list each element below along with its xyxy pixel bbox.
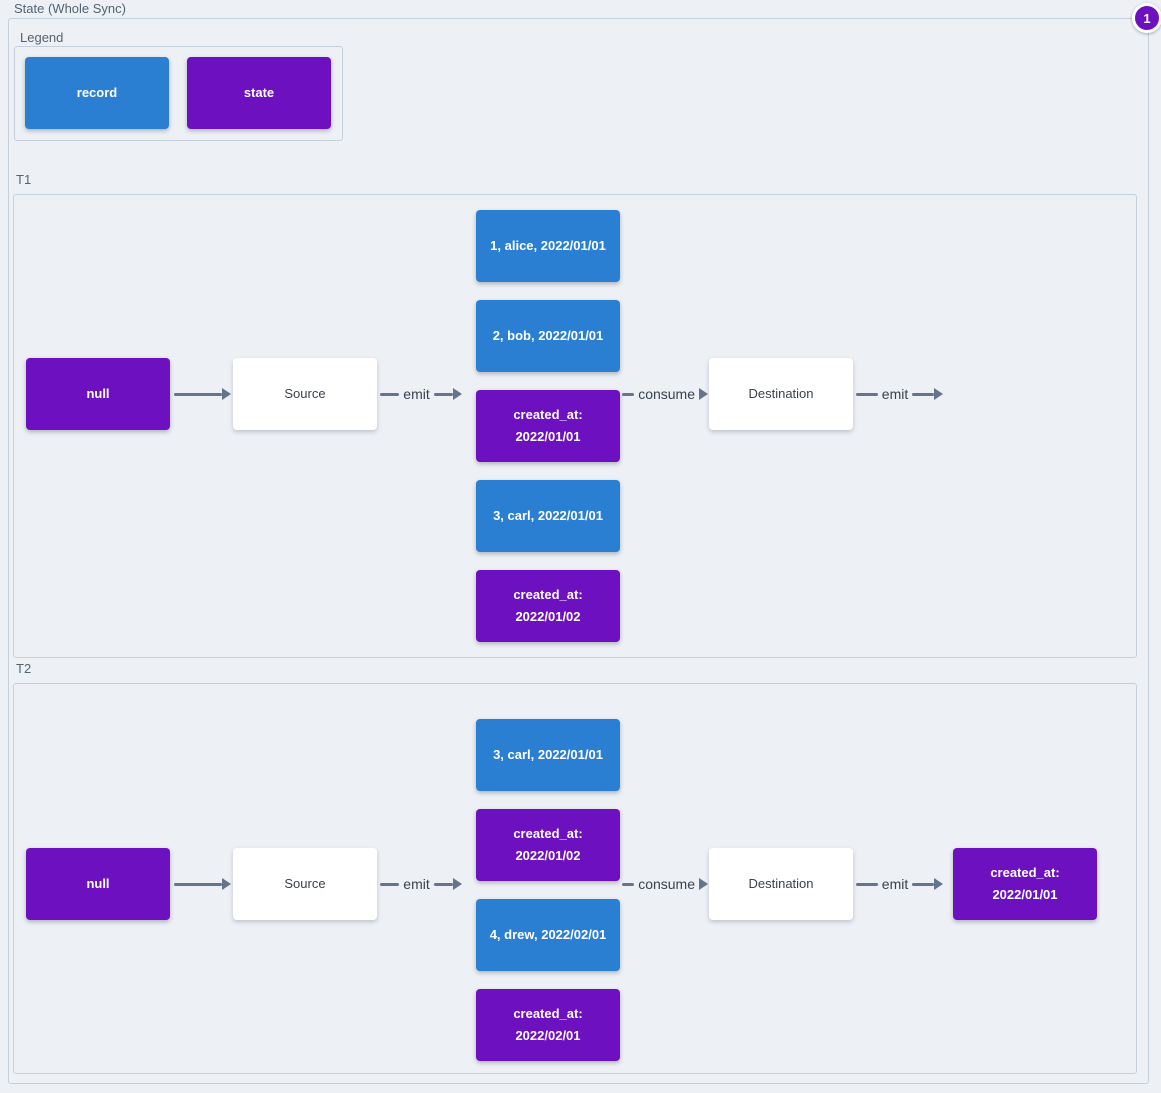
arrow-line <box>622 882 635 886</box>
t1-source-node: Source <box>233 358 377 430</box>
arrow-head-icon <box>699 388 708 400</box>
t1-record-node: 3, carl, 2022/01/01 <box>476 480 620 552</box>
t1-null-state-node: null <box>26 358 170 430</box>
t2-group-border <box>13 683 1137 1074</box>
legend-label: Legend <box>20 30 64 45</box>
t2-output-state-node: created_at: 2022/01/01 <box>953 848 1097 920</box>
t1-state-node: created_at: 2022/01/02 <box>476 570 620 642</box>
t2-record-node: 3, carl, 2022/01/01 <box>476 719 620 791</box>
t2-consume-arrow: consume <box>622 874 708 894</box>
arrow-line <box>380 392 400 396</box>
t1-consume-arrow-label: consume <box>638 386 695 402</box>
arrow-line <box>856 392 878 396</box>
arrow-head-icon <box>934 388 944 400</box>
arrow-line <box>433 392 454 396</box>
arrow-head-icon <box>222 878 231 890</box>
t2-destination-emit-arrow: emit <box>856 874 944 894</box>
arrow-head-icon <box>453 878 463 890</box>
arrow-line <box>380 882 400 886</box>
t1-group-border <box>13 194 1137 658</box>
t1-null-to-source-arrow <box>174 384 231 404</box>
arrow-line <box>433 882 454 886</box>
whole-sync-group-border <box>8 18 1149 1084</box>
t2-destination-emit-arrow-label: emit <box>881 876 909 892</box>
t2-consume-arrow-label: consume <box>638 876 695 892</box>
legend-state-swatch: state <box>187 57 331 129</box>
t2-source-node: Source <box>233 848 377 920</box>
arrow-head-icon <box>453 388 463 400</box>
t2-record-node: 4, drew, 2022/02/01 <box>476 899 620 971</box>
arrow-line <box>912 882 935 886</box>
arrow-head-icon <box>222 388 231 400</box>
t1-state-node: created_at: 2022/01/01 <box>476 390 620 462</box>
t2-destination-node: Destination <box>709 848 853 920</box>
t2-null-state-node: null <box>26 848 170 920</box>
t1-destination-emit-arrow: emit <box>856 384 944 404</box>
legend-group-border <box>14 46 343 141</box>
t1-consume-arrow: consume <box>622 384 708 404</box>
arrow-line <box>174 882 222 886</box>
legend-record-swatch: record <box>25 57 169 129</box>
arrow-line <box>912 392 935 396</box>
arrow-line <box>622 392 635 396</box>
t1-emit-arrow-label: emit <box>403 386 430 402</box>
t1-emit-arrow: emit <box>380 384 463 404</box>
arrow-head-icon <box>699 878 708 890</box>
arrow-line <box>174 392 222 396</box>
t2-state-node: created_at: 2022/02/01 <box>476 989 620 1061</box>
t2-null-to-source-arrow <box>174 874 231 894</box>
t2-label: T2 <box>16 661 32 676</box>
t2-emit-arrow-label: emit <box>403 876 430 892</box>
page-title: State (Whole Sync) <box>14 1 126 16</box>
arrow-line <box>856 882 878 886</box>
t1-record-node: 2, bob, 2022/01/01 <box>476 300 620 372</box>
t1-record-node: 1, alice, 2022/01/01 <box>476 210 620 282</box>
t2-emit-arrow: emit <box>380 874 463 894</box>
t2-state-node: created_at: 2022/01/02 <box>476 809 620 881</box>
arrow-head-icon <box>934 878 944 890</box>
t1-label: T1 <box>16 172 32 187</box>
t1-destination-emit-arrow-label: emit <box>881 386 909 402</box>
annotation-badge[interactable]: 1 <box>1132 3 1161 33</box>
t1-destination-node: Destination <box>709 358 853 430</box>
